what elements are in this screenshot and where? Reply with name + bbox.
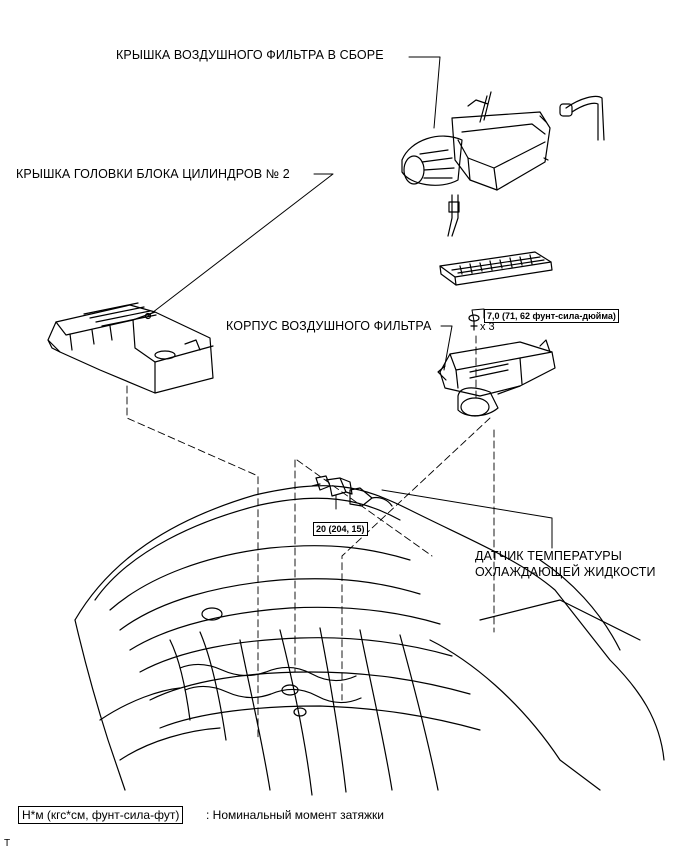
coolant-sensor-label-line2: ОХЛАЖДАЮЩЕЙ ЖИДКОСТИ [475,565,656,579]
air-cleaner-case-label: КОРПУС ВОЗДУШНОГО ФИЛЬТРА [226,319,432,333]
leader-lines [147,56,553,549]
alignment-dashed-lines [126,335,495,739]
air-filter-cap-part [401,91,605,237]
torque-legend-symbol: Н*м (кгс*см, фунт-сила-фут) [18,806,184,824]
coolant-sensor-label-line1: ДАТЧИК ТЕМПЕРАТУРЫ [475,549,622,563]
cylinder-head-cover-part [47,302,214,394]
corner-mark: T [4,838,11,849]
bolt-quantity-label: x 3 [480,321,495,333]
sensor-torque-spec: 20 (204, 15) [313,522,368,536]
cylinder-head-cover-label: КРЫШКА ГОЛОВКИ БЛОКА ЦИЛИНДРОВ № 2 [16,167,290,181]
air-filter-element [439,251,553,286]
engine-compartment-sketch [74,485,665,796]
air-filter-cap-label: КРЫШКА ВОЗДУШНОГО ФИЛЬТРА В СБОРЕ [116,48,384,62]
torque-legend-text: : Номинальный момент затяжки [206,808,384,822]
case-bolt-torque-spec: 7,0 (71, 62 фунт-сила-дюйма) [484,309,619,323]
air-cleaner-case-part [437,314,556,417]
